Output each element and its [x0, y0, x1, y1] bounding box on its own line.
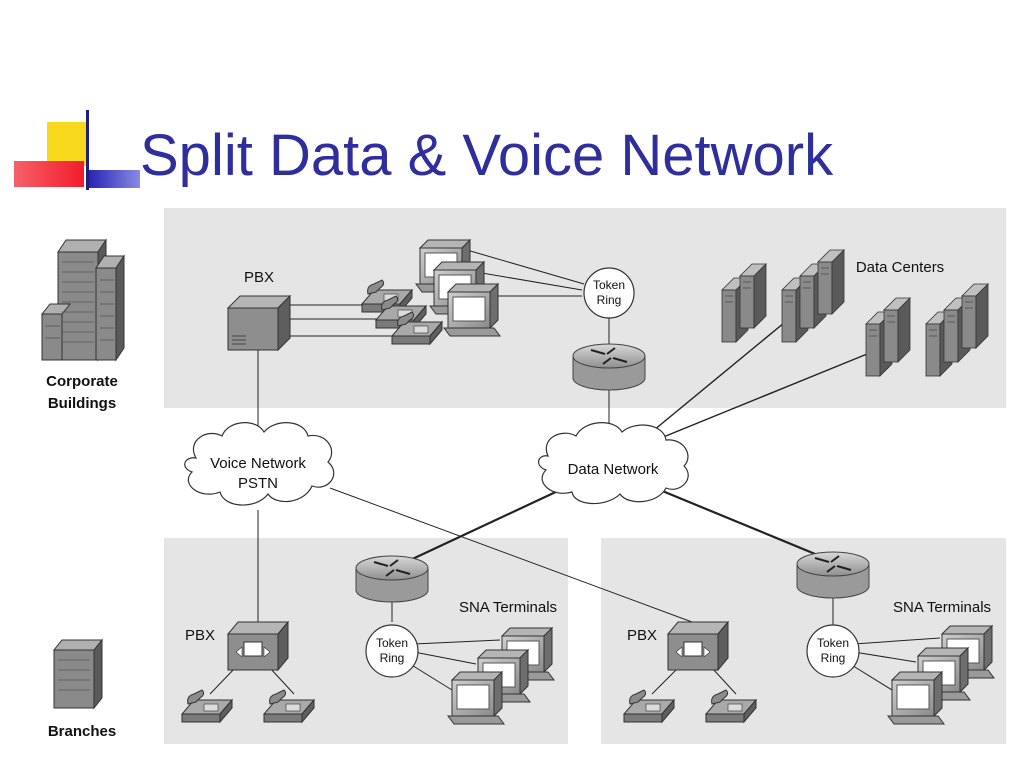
- corporate-label-1: Corporate: [46, 373, 118, 390]
- branch-right-token-ring-label-2: Ring: [821, 651, 846, 665]
- branch-left-sna-label: SNA Terminals: [459, 599, 557, 616]
- branch-right-pbx-icon: [666, 620, 730, 672]
- corporate-token-ring-label-2: Ring: [597, 293, 622, 307]
- branch-left-pbx-icon: [226, 620, 290, 672]
- corporate-token-ring: Token Ring: [583, 267, 635, 319]
- corporate-token-ring-label-1: Token: [593, 278, 625, 292]
- voice-network-label-2: PSTN: [238, 475, 278, 492]
- corporate-pbx-label: PBX: [244, 269, 274, 286]
- branch-right-router-icon: [796, 551, 870, 599]
- branch-left-token-ring-label-1: Token: [376, 636, 408, 650]
- branch-left-token-ring: Token Ring: [365, 624, 419, 678]
- branch-left-pbx-label: PBX: [185, 627, 215, 644]
- corporate-building-icon: [40, 238, 125, 362]
- branch-left-terminal-3: [447, 671, 505, 725]
- title-decoration-red: [14, 161, 84, 187]
- data-network-label: Data Network: [568, 461, 659, 478]
- branch-left-router-icon: [355, 555, 429, 603]
- branch-building-icon: [52, 638, 104, 710]
- title-decoration-line: [86, 110, 89, 190]
- corporate-pbx-icon: [226, 294, 292, 352]
- branch-right-token-ring-label-1: Token: [817, 636, 849, 650]
- title-decoration-blue: [86, 170, 140, 188]
- data-centers-label: Data Centers: [856, 259, 944, 276]
- voice-network-label-1: Voice Network: [210, 455, 306, 472]
- slide-title: Split Data & Voice Network: [140, 123, 834, 188]
- corporate-router-icon: [572, 343, 646, 391]
- branch-right-terminal-3: [887, 671, 945, 725]
- branch-right-sna-label: SNA Terminals: [893, 599, 991, 616]
- branch-left-token-ring-label-2: Ring: [380, 651, 405, 665]
- data-network-cloud: Data Network: [538, 422, 689, 505]
- corporate-label-2: Buildings: [48, 395, 116, 412]
- corporate-terminal-3: [443, 283, 501, 337]
- branch-right-pbx-label: PBX: [627, 627, 657, 644]
- voice-network-cloud: Voice Network PSTN: [184, 422, 335, 506]
- branches-label: Branches: [48, 723, 116, 740]
- title-decoration-yellow: [47, 122, 87, 166]
- branch-right-token-ring: Token Ring: [806, 624, 860, 678]
